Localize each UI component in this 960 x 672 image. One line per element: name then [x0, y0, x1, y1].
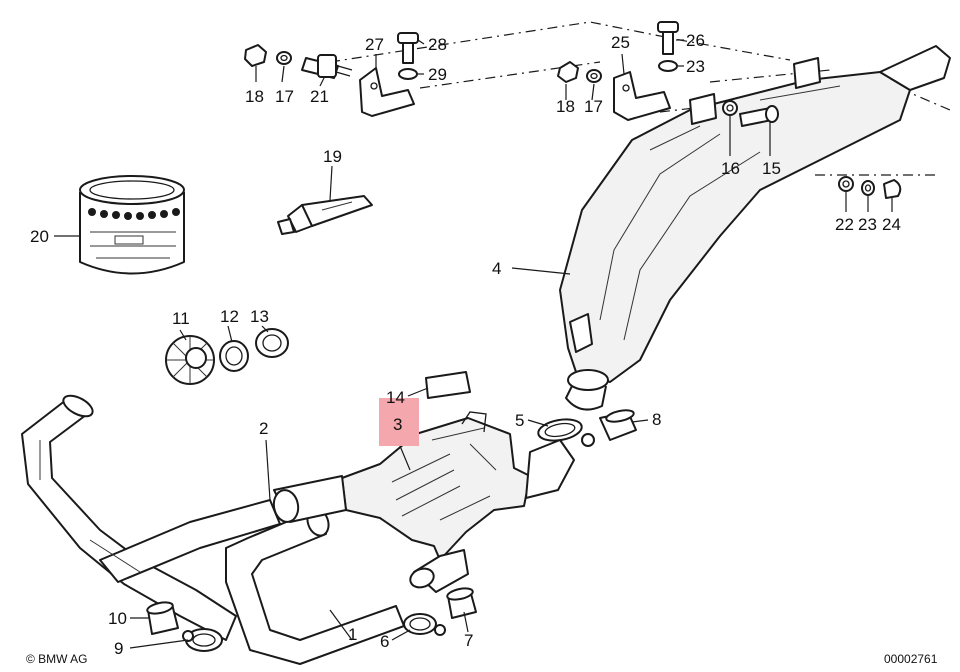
- callout-26: 26: [686, 31, 705, 50]
- callout-11: 11: [172, 309, 190, 328]
- callout-1: 1: [348, 625, 357, 644]
- callout-18-right: 18: [556, 97, 575, 116]
- hex-nut-right[interactable]: [557, 61, 579, 83]
- callout-16: 16: [721, 159, 740, 178]
- callout-labels: 1 2 3 4 5 6 7 8 9 10 11 12 13 14 15 16 1…: [30, 31, 901, 658]
- callout-22: 22: [835, 215, 854, 234]
- ring-13[interactable]: [255, 328, 289, 358]
- heat-pad[interactable]: [425, 371, 471, 399]
- gear[interactable]: [165, 335, 215, 385]
- callout-9: 9: [114, 639, 123, 658]
- callout-7: 7: [464, 631, 473, 650]
- washer-16[interactable]: [722, 100, 738, 116]
- callout-13: 13: [250, 307, 269, 326]
- main-silencer[interactable]: [271, 411, 575, 593]
- callout-23-top: 23: [686, 57, 705, 76]
- bolt-28[interactable]: [397, 32, 419, 64]
- air-filter[interactable]: [79, 175, 185, 275]
- callout-5: 5: [515, 411, 524, 430]
- callout-3: 3: [393, 415, 402, 434]
- callout-20: 20: [30, 227, 49, 246]
- sleeve-10[interactable]: [146, 600, 179, 635]
- rear-muffler[interactable]: [559, 45, 951, 411]
- callout-29: 29: [428, 65, 447, 84]
- rubber-mount[interactable]: [301, 54, 353, 79]
- callout-10: 10: [108, 609, 127, 628]
- callout-23-right: 23: [858, 215, 877, 234]
- callout-6: 6: [380, 632, 389, 651]
- hex-nut-left[interactable]: [244, 44, 267, 67]
- grease-tube[interactable]: [277, 195, 373, 235]
- washer-23-right[interactable]: [861, 180, 875, 196]
- front-pipes[interactable]: [21, 391, 281, 641]
- callout-4: 4: [492, 259, 501, 278]
- clamp-5[interactable]: [537, 416, 595, 447]
- washer-22[interactable]: [838, 176, 854, 192]
- callout-19: 19: [323, 147, 342, 166]
- callout-17-left: 17: [275, 87, 294, 106]
- clamp-6[interactable]: [403, 613, 446, 636]
- callout-14: 14: [386, 388, 405, 407]
- bolt-26[interactable]: [657, 21, 679, 55]
- washer-left[interactable]: [276, 51, 292, 65]
- cap-nut-24[interactable]: [883, 179, 902, 199]
- bracket-right[interactable]: [613, 71, 671, 121]
- callout-2: 2: [259, 419, 268, 438]
- ring-12[interactable]: [219, 340, 249, 372]
- callout-17-right: 17: [584, 97, 603, 116]
- washer-right[interactable]: [586, 69, 602, 83]
- clamp-9[interactable]: [182, 628, 223, 652]
- washer-23-top[interactable]: [658, 60, 678, 72]
- highlight-box-3: [379, 398, 419, 446]
- bolt-15[interactable]: [739, 105, 779, 127]
- washer-29[interactable]: [398, 68, 418, 80]
- callout-27: 27: [365, 35, 384, 54]
- document-number: 00002761: [884, 652, 938, 666]
- bracket-left[interactable]: [359, 67, 415, 117]
- callout-28: 28: [428, 35, 447, 54]
- leader-lines: [54, 39, 893, 649]
- callout-12: 12: [220, 307, 239, 326]
- callout-25: 25: [611, 33, 630, 52]
- callout-18-left: 18: [245, 87, 264, 106]
- sleeve-8[interactable]: [599, 408, 637, 441]
- copyright-text: © BMW AG: [26, 652, 88, 666]
- sleeve-7[interactable]: [446, 586, 477, 619]
- callout-24: 24: [882, 215, 901, 234]
- callout-8: 8: [652, 410, 661, 429]
- callout-15: 15: [762, 159, 781, 178]
- callout-21: 21: [310, 87, 329, 106]
